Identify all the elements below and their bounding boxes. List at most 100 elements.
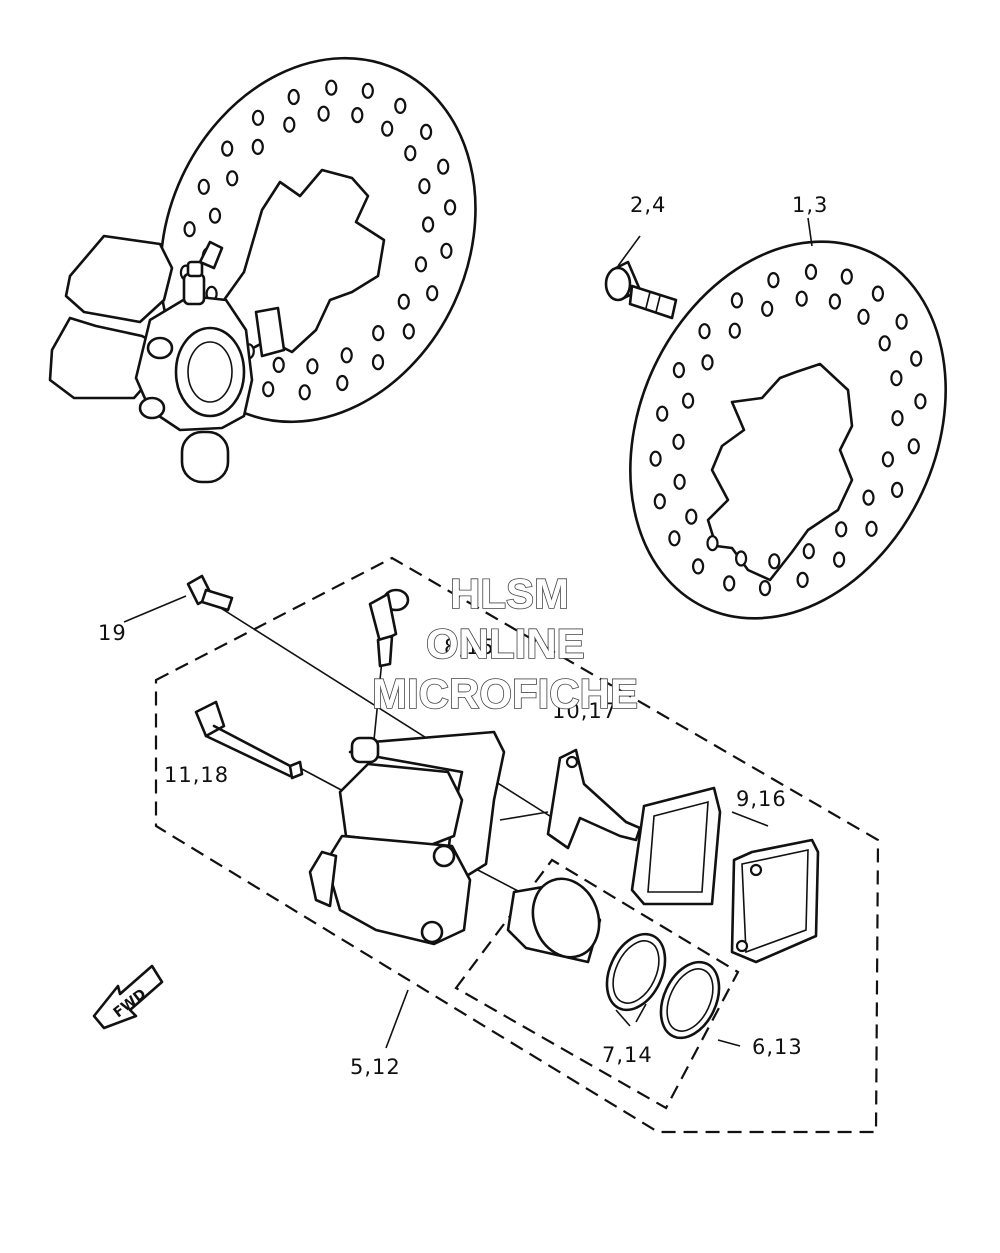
callout-7-14: 7,14	[602, 1043, 653, 1067]
disc-hole	[767, 272, 780, 289]
disc-hole	[414, 256, 428, 273]
disc-hole	[262, 381, 275, 398]
disc-hole	[701, 354, 714, 371]
caliper-piston	[506, 877, 602, 964]
disc-hole	[397, 293, 410, 310]
disc-hole	[420, 123, 433, 140]
disc-hole	[440, 242, 453, 259]
disc-hole	[910, 350, 923, 367]
disc-hole	[804, 263, 818, 280]
exploded-group-boxes	[154, 556, 880, 1134]
disc-hole	[668, 530, 681, 547]
callout-19: 19	[98, 621, 127, 645]
disc-hole	[394, 97, 407, 115]
disc-hole	[381, 120, 394, 137]
disc-hole	[768, 553, 781, 570]
disc-hole	[361, 82, 374, 99]
disc-hole	[444, 199, 457, 216]
disc-hole	[881, 451, 895, 468]
disc-hole	[862, 489, 875, 506]
disc-hole	[437, 158, 450, 175]
disc-hole	[914, 393, 927, 410]
disc-hole	[673, 473, 686, 490]
watermark: HLSM ONLINE MICROFICHE	[371, 569, 639, 718]
disc-hole	[907, 438, 920, 455]
disc-hole	[734, 550, 748, 567]
brake-caliper	[308, 730, 506, 946]
disc-hole	[672, 362, 686, 379]
disc-hole	[208, 207, 222, 224]
disc-hole	[832, 551, 846, 568]
disc-hole	[649, 450, 662, 467]
disc-hole	[283, 116, 296, 133]
disc-hole	[251, 109, 265, 126]
disc-hole	[298, 384, 311, 401]
leader-lines	[123, 217, 813, 1049]
disc-hole	[402, 323, 415, 340]
callout-8-15: 8,15	[444, 635, 495, 659]
bleed-screw	[368, 588, 410, 668]
disc-hole	[226, 170, 239, 187]
brake-pad-outer	[730, 838, 820, 964]
disc-hole	[706, 535, 719, 552]
disc-hole	[404, 145, 417, 162]
disc-hole	[698, 323, 711, 340]
disc-hole	[351, 106, 364, 124]
disc-hole	[795, 290, 808, 307]
disc-hole	[251, 138, 264, 155]
disc-hole	[865, 520, 878, 537]
disc-hole	[723, 575, 736, 592]
disc-hole	[418, 178, 431, 195]
disc-hole	[802, 543, 815, 560]
disc-hole	[728, 322, 741, 339]
disc-hole	[272, 356, 285, 373]
callout-5-12: 5,12	[350, 1055, 401, 1079]
disc-hole	[197, 178, 210, 195]
watermark-line-2: ONLINE	[426, 620, 585, 667]
caliper-bolt	[186, 574, 234, 612]
disc-hole	[891, 410, 904, 427]
dust-seal	[659, 960, 721, 1040]
disc-hole	[871, 285, 885, 302]
callout-11-18: 11,18	[164, 763, 229, 787]
disc-hole	[691, 558, 705, 575]
disc-hole	[306, 358, 319, 375]
pad-support	[546, 748, 642, 850]
callout-1-3: 1,3	[792, 193, 828, 217]
disc-hole	[685, 508, 698, 525]
disc-hole	[890, 370, 903, 387]
disc-hole	[371, 354, 385, 371]
disc-hole	[796, 571, 809, 589]
assembled-brake-caliper	[48, 234, 286, 484]
disc-hole	[672, 433, 685, 450]
disc-hole	[758, 579, 772, 597]
brake-disc	[629, 240, 947, 620]
disc-hole	[317, 105, 330, 122]
disc-hole	[656, 405, 669, 422]
disc-hole	[857, 308, 870, 325]
disc-hole	[422, 216, 435, 233]
brake-pad-inner	[630, 786, 722, 906]
disc-hole	[835, 521, 848, 538]
piston-seal	[605, 932, 667, 1012]
callout-9-16: 9,16	[736, 787, 787, 811]
disc-hole	[287, 88, 300, 106]
disc-hole	[840, 268, 853, 285]
disc-hole	[878, 335, 891, 352]
disc-hole	[895, 313, 908, 330]
watermark-line-3: MICROFICHE	[372, 670, 638, 717]
disc-hole	[183, 221, 196, 238]
callout-labels: 1,3 2,4 19 8,15 10,17 11,18 9,16 7,14 6,…	[98, 193, 828, 1079]
disc-hole	[372, 325, 385, 342]
fwd-arrow-icon: FWD	[92, 964, 164, 1030]
disc-hole	[681, 392, 695, 409]
disc-hole	[890, 481, 904, 498]
watermark-line-1: HLSM	[450, 570, 569, 617]
callout-2-4: 2,4	[630, 193, 666, 217]
callout-10-17: 10,17	[552, 699, 617, 723]
callout-6-13: 6,13	[752, 1035, 803, 1059]
slide-pin	[194, 700, 304, 780]
disc-hole	[653, 493, 666, 510]
disc-hole	[828, 293, 842, 310]
